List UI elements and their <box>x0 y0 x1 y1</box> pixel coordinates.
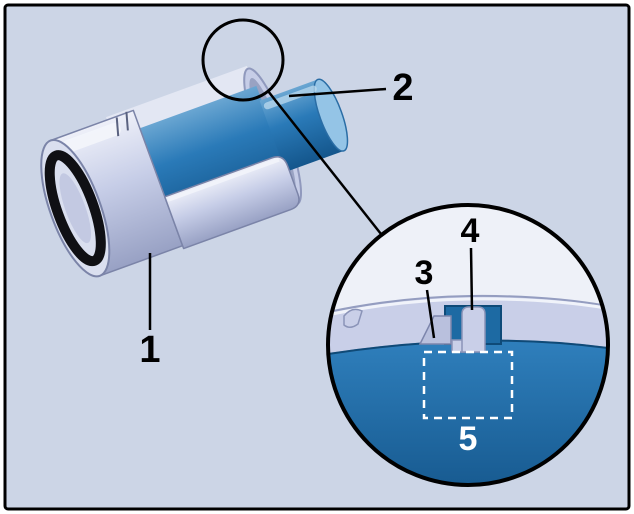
callout-3-label: 3 <box>415 254 434 292</box>
callout-2-label: 2 <box>392 67 413 109</box>
sleeve-tick-mark-2 <box>125 111 129 131</box>
callout-5-label: 5 <box>459 420 478 458</box>
sleeve-trough <box>164 156 300 250</box>
callout-2-line <box>288 87 387 98</box>
o-ring <box>44 150 106 267</box>
callout-4-label: 4 <box>461 212 480 250</box>
callout-4-line <box>469 247 474 311</box>
detail-dashed-region <box>422 350 514 420</box>
magnifier-connector-line <box>267 90 382 235</box>
detail-circle-border <box>326 203 610 487</box>
callout-3-line <box>425 289 436 339</box>
sleeve-inner-disc <box>59 173 92 244</box>
sleeve-top-highlight <box>61 122 121 153</box>
detail-view <box>326 203 610 487</box>
sleeve-back-wall <box>105 65 258 146</box>
detail-band-highlight <box>331 297 607 316</box>
sleeve-trough-lip <box>167 157 280 202</box>
detail-latch <box>461 306 486 353</box>
sleeve-tick-mark-1 <box>115 117 120 137</box>
detail-contents <box>328 294 608 485</box>
inner-pipe-end-cap <box>313 78 349 152</box>
callout-1-label: 1 <box>139 329 160 371</box>
detail-hook <box>343 308 363 328</box>
callouts: 1 2 3 4 5 <box>139 67 479 458</box>
detail-tooth <box>418 315 452 345</box>
coupling-assembly <box>40 65 349 278</box>
magnifier-source-circle <box>201 18 285 102</box>
